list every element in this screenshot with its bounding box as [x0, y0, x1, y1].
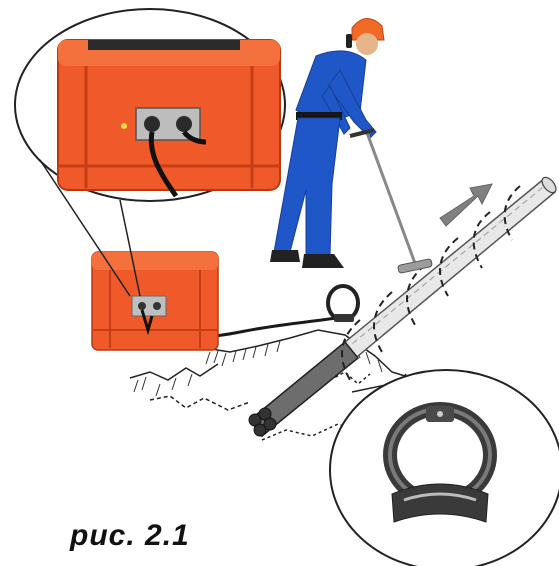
worker-icon — [270, 18, 432, 273]
direction-arrow-icon — [440, 184, 492, 226]
generator-case-icon — [58, 40, 280, 196]
sensor-zoom-bubble — [330, 370, 559, 566]
figure-caption: рис. 2.1 — [70, 521, 190, 551]
clamp-on-pipe — [328, 286, 358, 322]
